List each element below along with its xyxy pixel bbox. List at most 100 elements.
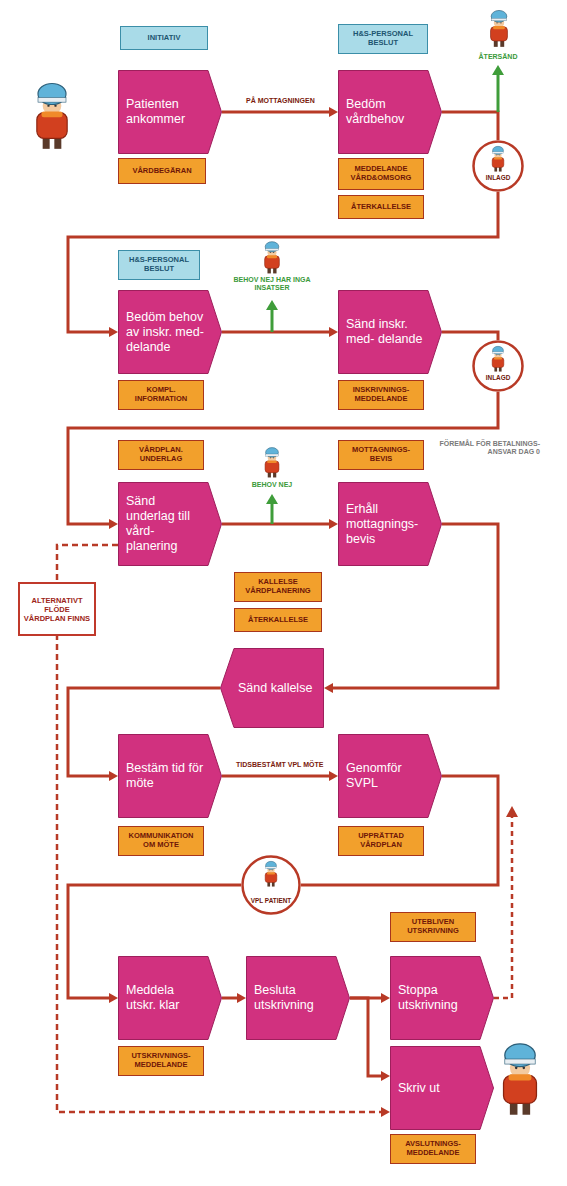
return-label: BEHOV NEJ xyxy=(242,481,302,489)
arrow-head xyxy=(329,771,338,781)
arrow-head xyxy=(109,993,118,1003)
node-text: KOMMUNIKATION OM MÖTE xyxy=(122,832,200,849)
node-text: Patienten ankommer xyxy=(126,97,207,127)
node-text: Genomför SVPL xyxy=(346,761,427,791)
document-tag: VÅRDBEGÄRAN xyxy=(118,158,206,184)
process-box: Bedöm behov av inskr. med- delande xyxy=(118,290,222,374)
connector-line xyxy=(57,545,381,1112)
document-tag: ÅTERKALLELSE xyxy=(234,608,322,632)
document-tag: MEDDELANDE VÅRD&OMSORG xyxy=(338,158,424,190)
note-label: FÖREMÅL FÖR BETALNINGS- ANSVAR DAG 0 xyxy=(428,440,540,457)
arrow-head xyxy=(381,993,390,1003)
process-box: Genomför SVPL xyxy=(338,734,442,818)
process-box: Patienten ankommer xyxy=(118,70,222,154)
status-circle: INLAGD xyxy=(472,340,524,392)
node-text: INLAGD xyxy=(472,175,524,181)
connector-line xyxy=(442,112,498,140)
exit-arrow xyxy=(494,806,518,998)
role-tag: H&S-PERSONAL BESLUT xyxy=(338,24,428,54)
connector-line xyxy=(442,332,498,340)
document-tag: UTSKRIVNINGS- MEDDELANDE xyxy=(118,1046,204,1076)
edge-label: PÅ MOTTAGNINGEN xyxy=(244,97,317,105)
node-text: Besluta utskrivning xyxy=(254,983,335,1013)
node-text: ALTERNATIVT FLÖDE VÅRDPLAN FINNS xyxy=(23,596,91,623)
arrow-head xyxy=(237,993,246,1003)
node-text: KALLELSE VÅRDPLANERING xyxy=(238,578,318,595)
node-text: MOTTAGNINGS- BEVIS xyxy=(342,446,420,463)
patient-figure xyxy=(492,346,504,371)
arrow-head xyxy=(329,327,338,337)
document-tag: ÅTERKALLELSE xyxy=(338,195,424,219)
node-text: INSKRIVNINGS- MEDDELANDE xyxy=(342,386,420,403)
document-tag: UTEBLIVEN UTSKRIVNING xyxy=(390,912,476,942)
node-text: Meddela utskr. klar xyxy=(126,983,207,1013)
node-text: Sänd inskr. med- delande xyxy=(346,317,427,347)
node-text: ÅTERKALLELSE xyxy=(238,616,318,625)
document-tag: KOMMUNIKATION OM MÖTE xyxy=(118,826,204,856)
node-text: VÅRDPLAN. UNDERLAG xyxy=(122,446,200,463)
arrow-head xyxy=(329,519,338,529)
node-text: UPPRÄTTAD VÅRDPLAN xyxy=(342,832,420,849)
status-circle: VPL PATIENT xyxy=(241,855,301,915)
arrow-head xyxy=(324,683,333,693)
patient-figure xyxy=(265,242,280,274)
node-text: MEDDELANDE VÅRD&OMSORG xyxy=(342,165,420,182)
process-box: Sänd kallelse xyxy=(220,648,324,728)
return-label: BEHOV NEJ HAR INGA INSATSER xyxy=(233,276,311,293)
role-tag: H&S-PERSONAL BESLUT xyxy=(118,250,200,280)
connector-line xyxy=(222,111,329,114)
node-text: UTSKRIVNINGS- MEDDELANDE xyxy=(122,1052,200,1069)
shape-outline xyxy=(241,855,301,915)
flow-connector xyxy=(442,112,498,140)
patient-figure xyxy=(491,10,508,46)
flow-connector xyxy=(222,519,338,529)
patient-figure xyxy=(265,861,277,886)
document-tag: KOMPL. INFORMATION xyxy=(118,380,204,410)
process-box: Sänd underlag till vård- planering xyxy=(118,482,222,566)
connector-line xyxy=(222,997,237,1000)
status-circle: INLAGD xyxy=(472,140,524,192)
flow-connector xyxy=(222,107,338,117)
edge-label: TIDSBESTÄMT VPL MÖTE xyxy=(234,761,325,769)
connector-line xyxy=(222,331,329,334)
role-tag: INITIATIV xyxy=(120,26,208,50)
note-box: ALTERNATIVT FLÖDE VÅRDPLAN FINNS xyxy=(18,582,96,636)
flow-connector xyxy=(350,998,390,1081)
process-box: Meddela utskr. klar xyxy=(118,956,222,1040)
node-text: Bedöm vårdbehov xyxy=(346,97,427,127)
node-text: Stoppa utskrivning xyxy=(398,983,479,1013)
node-text: INITIATIV xyxy=(124,34,204,43)
flow-connector xyxy=(222,327,338,337)
patient-figure xyxy=(37,84,67,149)
document-tag: AVSLUTNINGS- MEDDELANDE xyxy=(390,1134,476,1164)
arrow-head xyxy=(381,1071,390,1081)
process-box: Bedöm vårdbehov xyxy=(338,70,442,154)
node-text: ÅTERKALLELSE xyxy=(342,203,420,212)
arrow-head xyxy=(381,1107,390,1117)
process-box: Bestäm tid för möte xyxy=(118,734,222,818)
node-text: AVSLUTNINGS- MEDDELANDE xyxy=(394,1140,472,1157)
node-text: Skriv ut xyxy=(398,1081,479,1096)
node-text: VPL PATIENT xyxy=(241,898,301,904)
node-text: VÅRDBEGÄRAN xyxy=(122,167,202,176)
connector-line xyxy=(222,523,329,526)
shape-outline xyxy=(472,340,524,392)
arrow-head xyxy=(109,327,118,337)
document-tag: VÅRDPLAN. UNDERLAG xyxy=(118,440,204,470)
connector-line xyxy=(222,775,329,778)
return-label: ÅTERSÄND xyxy=(466,53,530,61)
node-text: Sänd kallelse xyxy=(238,681,318,696)
arrow-head xyxy=(109,519,118,529)
patient-figure xyxy=(492,146,504,171)
process-box: Besluta utskrivning xyxy=(246,956,350,1040)
flow-connector xyxy=(442,332,498,340)
node-text: INLAGD xyxy=(472,375,524,381)
node-text: H&S-PERSONAL BESLUT xyxy=(122,256,196,273)
flow-connector xyxy=(222,993,246,1003)
node-text: KOMPL. INFORMATION xyxy=(122,386,200,403)
process-box: Stoppa utskrivning xyxy=(390,956,494,1040)
node-text: Erhåll mottagnings- bevis xyxy=(346,502,427,547)
process-box: Skriv ut xyxy=(390,1046,494,1130)
return-arrow xyxy=(266,65,504,524)
shape-outline xyxy=(472,140,524,192)
